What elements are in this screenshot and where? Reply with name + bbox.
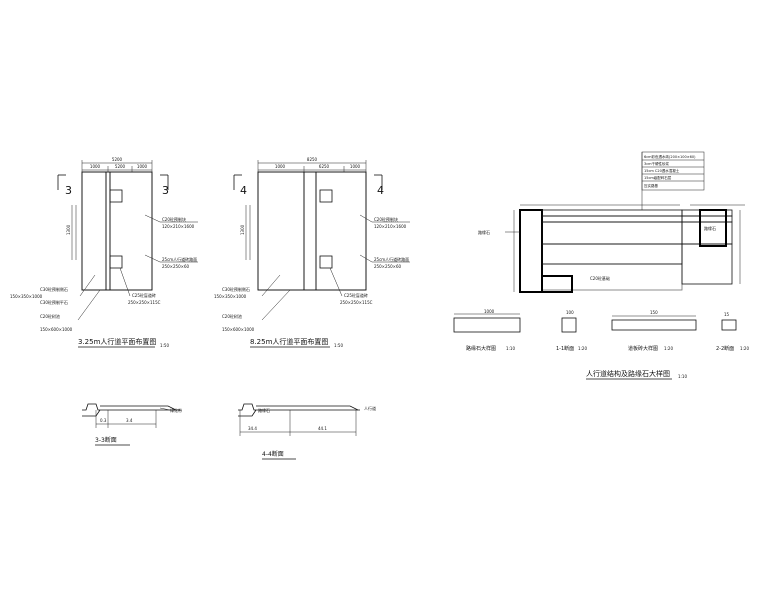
detail-piece-label-4: 2-2断面 bbox=[716, 345, 734, 352]
plan-left-side-dim: 1300 bbox=[66, 224, 71, 235]
detail-note-3: 15cm C20透水混凝土 bbox=[644, 168, 680, 173]
detail-note-4: 15cm级配碎石层 bbox=[644, 175, 672, 180]
detail-piece-scale-3: 1:20 bbox=[664, 346, 673, 351]
detail-piece-scale-2: 1:20 bbox=[578, 346, 587, 351]
detail: 6cm彩色透水砖(200×100×60) 3cm干硬性砂浆 15cm C20透水… bbox=[453, 151, 749, 380]
section-4-dim-2: 44.1 bbox=[318, 426, 327, 431]
detail-curb-left bbox=[519, 209, 543, 293]
plan-right-label-bl1: C30砼预制侧石 bbox=[222, 286, 250, 292]
plan-right-title: 8.25m人行道平面布置图 bbox=[250, 337, 328, 346]
detail-piece-2-2 bbox=[721, 319, 737, 331]
detail-piece-paver bbox=[611, 319, 697, 331]
section-4-dim-1: 34.4 bbox=[248, 426, 257, 431]
plan-left-label-mr2: 250×250×60 bbox=[162, 264, 190, 269]
plan-right-label-bl5: C20砼树池 bbox=[222, 313, 242, 319]
detail-title: 人行道结构及路缘石大样图 bbox=[586, 369, 670, 378]
plan-left-tree-pit-1 bbox=[109, 189, 123, 203]
plan-right-scale: 1:50 bbox=[334, 343, 343, 348]
plan-left-label-tr2: 120×210×1600 bbox=[162, 224, 195, 229]
plan-left-label-bl6: 150×600×1000 bbox=[40, 327, 73, 332]
plan-left: 5200 1000 5200 1000 3 3 1300 C20砼预制块 120… bbox=[10, 157, 198, 348]
plan-right-label-tr2: 120×210×1600 bbox=[374, 224, 407, 229]
plan-left-label-bl2: 150×350×1000 bbox=[10, 294, 43, 299]
plan-left-section-mark-r: 3 bbox=[162, 184, 169, 197]
plan-right-label-bl6: 150×600×1000 bbox=[222, 327, 255, 332]
detail-piece-label-3: 道板砖大样图 bbox=[628, 345, 658, 352]
plan-right-label-br1: C25砼盲道砖 bbox=[344, 292, 368, 298]
section-4-title: 4-4断面 bbox=[262, 450, 284, 458]
plan-right-tree-pit-1 bbox=[319, 189, 333, 203]
plan-left-dim-2: 5200 bbox=[115, 164, 126, 169]
plan-right-tree-pit-2 bbox=[319, 255, 333, 269]
plan-right-label-bl2: 150×350×1000 bbox=[214, 294, 247, 299]
plan-left-title: 3.25m人行道平面布置图 bbox=[78, 337, 156, 346]
detail-piece-label-2: 1-1断面 bbox=[556, 345, 574, 352]
plan-left-overall-dim: 5200 bbox=[112, 157, 123, 162]
detail-piece-dim-2: 100 bbox=[566, 310, 574, 315]
plan-right-label-mr2: 250×250×60 bbox=[374, 264, 402, 269]
plan-left-green-strip bbox=[81, 171, 107, 291]
plan-left-scale: 1:50 bbox=[160, 343, 169, 348]
detail-piece-scale-1: 1:10 bbox=[506, 346, 515, 351]
plan-right-dim-3: 1000 bbox=[350, 164, 361, 169]
plan-left-dim-1: 1000 bbox=[90, 164, 101, 169]
section-3-dim-1: 0.3 bbox=[100, 418, 107, 423]
section-3-3: 0.3 3.4 绿化带 3-3断面 bbox=[82, 403, 182, 446]
plan-left-label-bl3: C30砼预制平石 bbox=[40, 299, 68, 305]
detail-label-right: 路缘石 bbox=[704, 225, 716, 231]
detail-curb-right bbox=[699, 209, 727, 247]
plan-left-label-br1: C25砼盲道砖 bbox=[132, 292, 156, 298]
plan-right-dim-2: 6250 bbox=[319, 164, 330, 169]
plan-left-dim-3: 1000 bbox=[137, 164, 148, 169]
plan-right-side-dim: 1300 bbox=[240, 224, 245, 235]
plan-left-label-bl5: C20砼树池 bbox=[40, 313, 60, 319]
plan-left-section-mark-l: 3 bbox=[65, 184, 72, 197]
plan-left-label-tr1: C20砼预制块 bbox=[162, 216, 186, 222]
detail-piece-scale-4: 1:20 bbox=[740, 346, 749, 351]
section-3-dim-2: 3.4 bbox=[126, 418, 133, 423]
plan-right-dim-1: 1000 bbox=[275, 164, 286, 169]
detail-label-bottom: C20砼基础 bbox=[590, 275, 610, 281]
detail-piece-dim-4: 15 bbox=[724, 312, 730, 317]
detail-piece-label-1: 路缘石大样图 bbox=[466, 345, 496, 352]
section-3-title: 3-3断面 bbox=[95, 436, 117, 444]
plan-right-section-mark-l: 4 bbox=[240, 184, 247, 197]
plan-left-label-br2: 250×250×115C bbox=[128, 300, 161, 305]
detail-label-left: 路缘石 bbox=[478, 229, 490, 235]
plan-right-green-strip bbox=[257, 171, 305, 291]
plan-left-label-bl1: C30砼预制侧石 bbox=[40, 286, 68, 292]
plan-right-section-mark-r: 4 bbox=[377, 184, 384, 197]
detail-note-5: 压实路基 bbox=[644, 183, 658, 188]
section-4-4: 34.4 44.1 路缘石 人行道 4-4断面 bbox=[238, 403, 376, 460]
plan-right: 8250 1000 6250 1000 4 4 1300 C20砼预制块 120… bbox=[214, 157, 410, 348]
plan-left-tree-pit-2 bbox=[109, 255, 123, 269]
plan-left-label-mr1: 25cm人行道砖路面 bbox=[162, 256, 197, 262]
plan-right-label-br2: 250×250×115C bbox=[340, 300, 373, 305]
section-4-label-right: 人行道 bbox=[364, 405, 376, 411]
detail-piece-1-1 bbox=[561, 317, 577, 333]
plan-right-label-mr1: 25cm人行道砖路面 bbox=[374, 256, 409, 262]
section-3-label: 绿化带 bbox=[170, 407, 182, 413]
detail-note-1: 6cm彩色透水砖(200×100×60) bbox=[644, 154, 696, 159]
plan-right-label-tr1: C20砼预制块 bbox=[374, 216, 398, 222]
section-4-label-left: 路缘石 bbox=[258, 407, 270, 413]
detail-piece-dim-3: 150 bbox=[650, 310, 658, 315]
detail-piece-dim-1: 1000 bbox=[484, 309, 495, 314]
plan-right-overall-dim: 8250 bbox=[307, 157, 318, 162]
detail-scale: 1:10 bbox=[678, 374, 687, 379]
detail-piece-curb bbox=[453, 317, 521, 333]
detail-note-2: 3cm干硬性砂浆 bbox=[644, 161, 670, 166]
